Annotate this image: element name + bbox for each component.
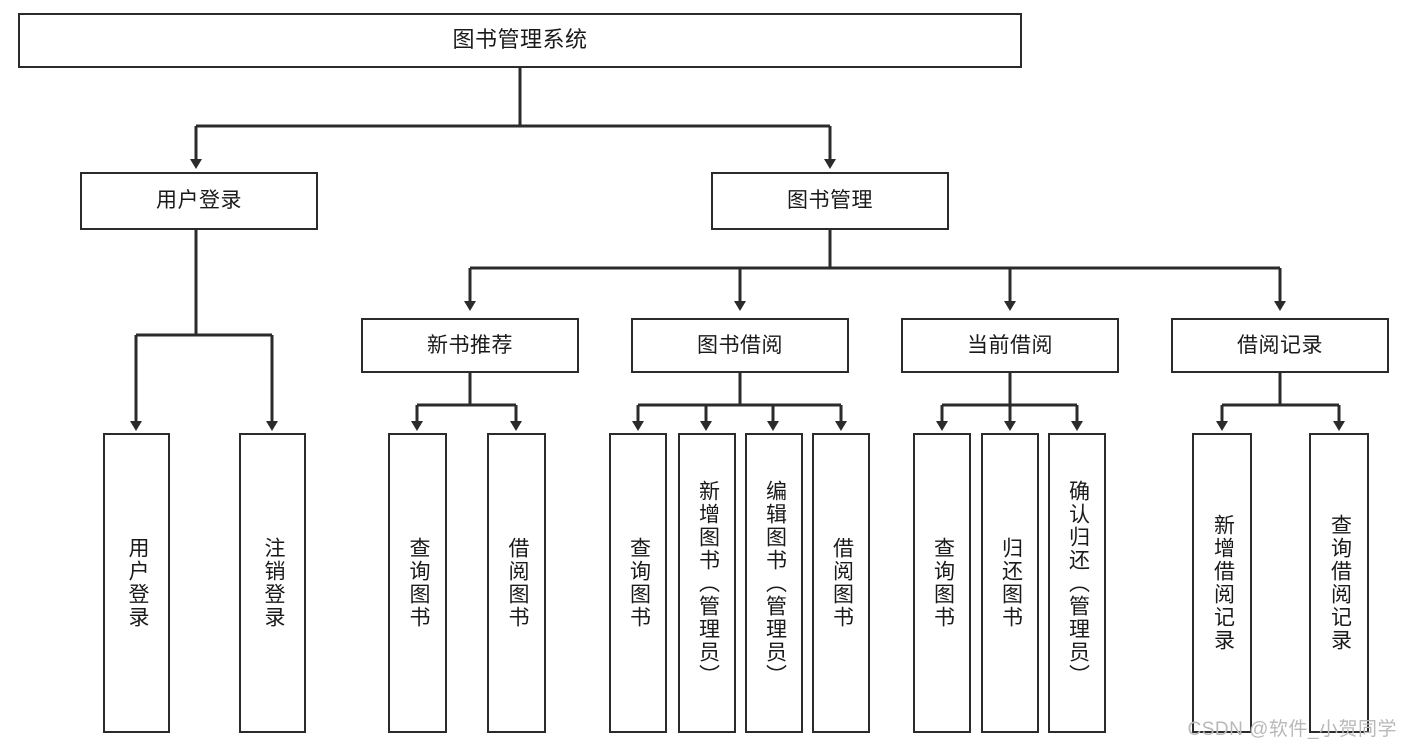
node-label: 编辑图书（管理员） xyxy=(763,479,787,687)
leaf-current-return-book[interactable]: 归还图书 xyxy=(981,433,1039,733)
node-book-management[interactable]: 图书管理 xyxy=(711,172,949,230)
node-root-system[interactable]: 图书管理系统 xyxy=(18,13,1022,68)
node-current-borrow[interactable]: 当前借阅 xyxy=(901,318,1119,373)
leaf-borrow-edit-book-admin[interactable]: 编辑图书（管理员） xyxy=(745,433,803,733)
node-label: 图书管理 xyxy=(787,189,873,213)
node-label: 确认归还（管理员） xyxy=(1066,479,1090,687)
leaf-user-login[interactable]: 用户登录 xyxy=(103,433,170,733)
node-label: 归还图书 xyxy=(999,537,1023,629)
leaf-borrow-query-book[interactable]: 查询图书 xyxy=(609,433,667,733)
leaf-recommend-borrow-book[interactable]: 借阅图书 xyxy=(487,433,546,733)
node-label: 图书借阅 xyxy=(697,333,783,357)
leaf-recommend-query-book[interactable]: 查询图书 xyxy=(388,433,447,733)
node-label: 当前借阅 xyxy=(967,333,1053,357)
node-label: 查询图书 xyxy=(406,537,430,629)
node-label: 借阅图书 xyxy=(830,537,854,629)
node-label: 新书推荐 xyxy=(427,333,513,357)
leaf-borrow-add-book-admin[interactable]: 新增图书（管理员） xyxy=(678,433,736,733)
node-label: 新增借阅记录 xyxy=(1211,514,1235,652)
node-label: 查询图书 xyxy=(931,537,955,629)
leaf-user-logout[interactable]: 注销登录 xyxy=(239,433,306,733)
leaf-record-query-record[interactable]: 查询借阅记录 xyxy=(1309,433,1369,733)
node-label: 借阅记录 xyxy=(1237,333,1323,357)
node-borrow-record[interactable]: 借阅记录 xyxy=(1171,318,1389,373)
node-label: 图书管理系统 xyxy=(452,27,588,53)
leaf-borrow-borrow-book[interactable]: 借阅图书 xyxy=(812,433,870,733)
node-new-book-recommend[interactable]: 新书推荐 xyxy=(361,318,579,373)
node-label: 用户登录 xyxy=(156,189,242,213)
leaf-record-add-record[interactable]: 新增借阅记录 xyxy=(1192,433,1252,733)
node-label: 查询借阅记录 xyxy=(1328,514,1352,652)
watermark: CSDN @软件_小贺同学 xyxy=(1187,719,1397,740)
node-user-login[interactable]: 用户登录 xyxy=(80,172,318,230)
node-label: 注销登录 xyxy=(261,537,285,629)
leaf-current-query-book[interactable]: 查询图书 xyxy=(913,433,971,733)
node-label: 借阅图书 xyxy=(505,537,529,629)
node-label: 用户登录 xyxy=(125,537,149,629)
node-label: 查询图书 xyxy=(627,537,651,629)
node-label: 新增图书（管理员） xyxy=(696,479,720,687)
leaf-current-confirm-return-admin[interactable]: 确认归还（管理员） xyxy=(1048,433,1106,733)
node-book-borrow[interactable]: 图书借阅 xyxy=(631,318,849,373)
